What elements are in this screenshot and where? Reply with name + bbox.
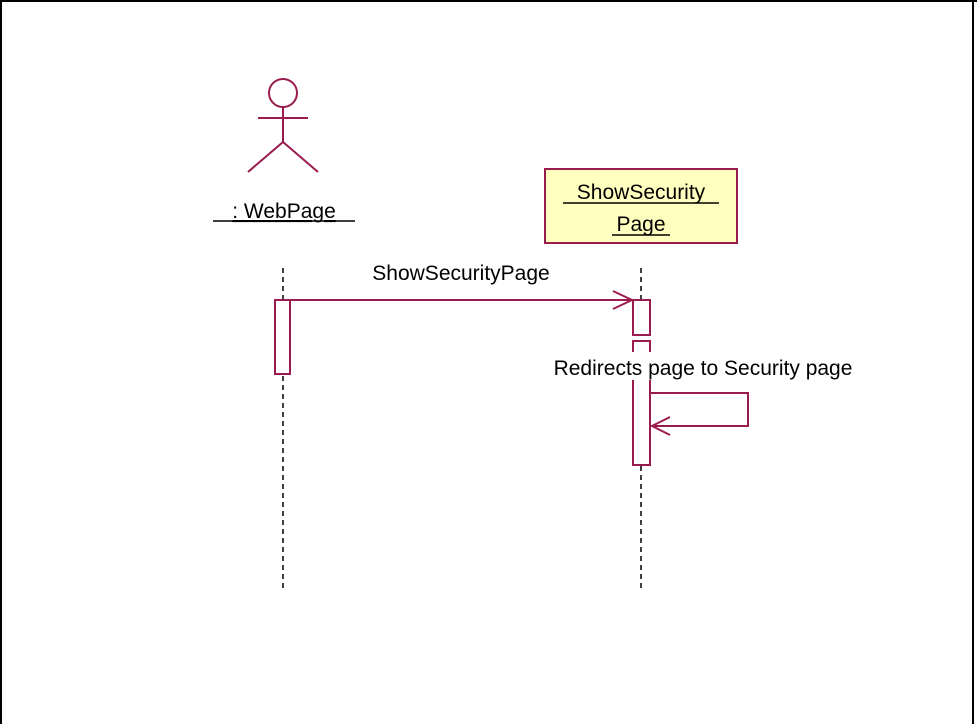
actor-webpage[interactable]: : WebPage xyxy=(213,78,355,223)
stick-figure-icon xyxy=(247,78,319,173)
object-label-line2: Page xyxy=(616,213,665,236)
message-label: Redirects page to Security page xyxy=(554,357,853,380)
activation-bar-showsecuritypage-1 xyxy=(632,299,651,336)
arrowhead-icon xyxy=(612,290,635,310)
object-box xyxy=(544,168,738,244)
actor-label: : WebPage xyxy=(232,200,336,223)
message-redirects-page[interactable]: Redirects page to Security page xyxy=(513,352,893,436)
activation-bar-webpage xyxy=(274,299,291,375)
arrowhead-icon xyxy=(649,416,671,436)
object-showsecuritypage[interactable]: ShowSecurity Page xyxy=(544,168,738,244)
object-label-line1: ShowSecurity xyxy=(577,181,706,204)
self-message-label-bg xyxy=(513,352,893,380)
self-message-loop xyxy=(651,392,749,427)
diagram-frame-right-edge xyxy=(972,0,974,724)
message-label: ShowSecurityPage xyxy=(372,262,549,285)
message-show-security-page[interactable]: ShowSecurityPage xyxy=(290,262,635,310)
